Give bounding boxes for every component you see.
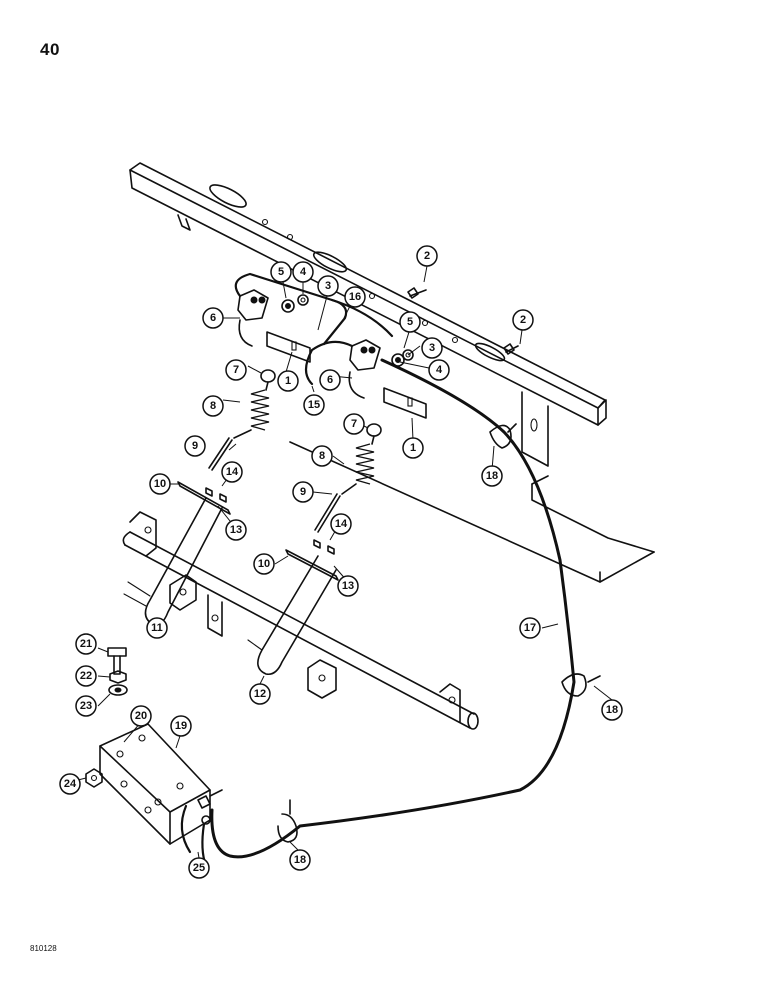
- callout-4: 4: [428, 359, 450, 381]
- callout-label: 18: [294, 854, 306, 866]
- cable-assembly: [210, 358, 601, 859]
- cross-tube: [122, 511, 479, 730]
- frame-channel: [129, 162, 607, 467]
- callout-label: 2: [520, 314, 526, 326]
- callout-label: 2: [424, 250, 430, 262]
- callout-label: 10: [154, 478, 166, 490]
- callout-label: 7: [233, 364, 239, 376]
- page-number: 40: [40, 40, 60, 59]
- callout-18: 18: [481, 465, 503, 487]
- callout-11: 11: [146, 617, 168, 639]
- callout-label: 7: [351, 418, 357, 430]
- callout-9: 9: [184, 435, 206, 457]
- callout-14: 14: [330, 513, 352, 535]
- callout-25: 25: [188, 857, 210, 879]
- callout-7: 7: [225, 359, 247, 381]
- callout-label: 20: [135, 710, 147, 722]
- callout-label: 22: [80, 670, 92, 682]
- callout-label: 1: [285, 375, 291, 387]
- callout-3: 3: [317, 275, 339, 297]
- callout-18: 18: [289, 849, 311, 871]
- callout-label: 24: [64, 778, 77, 790]
- callout-23: 23: [75, 695, 97, 717]
- callout-22: 22: [75, 665, 97, 687]
- callout-2: 2: [416, 245, 438, 267]
- callout-5: 5: [270, 261, 292, 283]
- callout-6: 6: [319, 369, 341, 391]
- callout-label: 14: [335, 518, 348, 530]
- callout-label: 21: [80, 638, 92, 650]
- callout-label: 11: [151, 622, 163, 634]
- callout-label: 5: [407, 316, 413, 328]
- callout-13: 13: [337, 575, 359, 597]
- callout-16: 16: [344, 286, 366, 308]
- callout-3: 3: [421, 337, 443, 359]
- callout-label: 3: [325, 280, 331, 292]
- callout-24: 24: [59, 773, 81, 795]
- callout-label: 13: [230, 524, 242, 536]
- callout-17: 17: [519, 617, 541, 639]
- callout-label: 19: [175, 720, 187, 732]
- callout-label: 13: [342, 580, 354, 592]
- callout-8: 8: [202, 395, 224, 417]
- callout-4: 4: [292, 261, 314, 283]
- callout-label: 12: [254, 688, 266, 700]
- callout-1: 1: [402, 437, 424, 459]
- callout-label: 10: [258, 558, 270, 570]
- callout-label: 15: [308, 399, 320, 411]
- callout-2: 2: [512, 309, 534, 331]
- callout-label: 3: [429, 342, 435, 354]
- callout-21: 21: [75, 633, 97, 655]
- callout-label: 4: [300, 266, 307, 278]
- callout-label: 8: [210, 400, 216, 412]
- callout-5: 5: [399, 311, 421, 333]
- callout-8: 8: [311, 445, 333, 467]
- callout-label: 8: [319, 450, 325, 462]
- drawing-code: 810128: [30, 944, 57, 953]
- callout-label: 9: [300, 486, 306, 498]
- callout-label: 14: [226, 466, 239, 478]
- callout-label: 18: [486, 470, 498, 482]
- callout-9: 9: [292, 481, 314, 503]
- callout-12: 12: [249, 683, 271, 705]
- callout-label: 1: [410, 442, 416, 454]
- callout-10: 10: [149, 473, 171, 495]
- left-spring-assembly: [123, 331, 311, 626]
- callout-6: 6: [202, 307, 224, 329]
- callout-label: 4: [436, 364, 443, 376]
- callout-7: 7: [343, 413, 365, 435]
- callout-label: 5: [278, 266, 284, 278]
- callout-13: 13: [225, 519, 247, 541]
- callout-18: 18: [601, 699, 623, 721]
- callout-label: 6: [210, 312, 216, 324]
- callout-1: 1: [277, 370, 299, 392]
- callout-10: 10: [253, 553, 275, 575]
- alarm-box: [85, 647, 223, 868]
- callout-label: 23: [80, 700, 92, 712]
- callout-label: 16: [349, 291, 361, 303]
- callout-label: 25: [193, 862, 205, 874]
- callout-15: 15: [303, 394, 325, 416]
- callout-14: 14: [221, 461, 243, 483]
- callout-label: 9: [192, 440, 198, 452]
- callout-19: 19: [170, 715, 192, 737]
- lower-channel: [289, 441, 655, 583]
- callout-label: 17: [524, 622, 536, 634]
- callout-label: 18: [606, 704, 618, 716]
- callout-label: 6: [327, 374, 333, 386]
- callout-20: 20: [130, 705, 152, 727]
- right-spring-assembly: [247, 387, 427, 676]
